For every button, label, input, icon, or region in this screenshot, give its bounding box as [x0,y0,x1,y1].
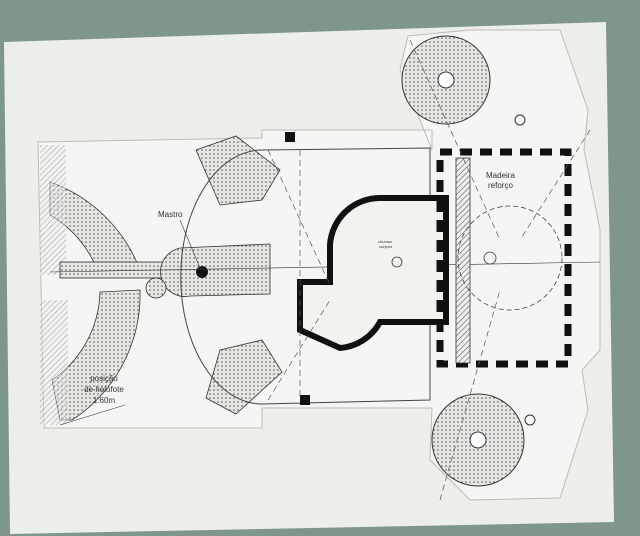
searchlight-label-line2: de holofote [84,385,124,394]
paper-drawing [37,29,601,501]
framed-box [436,148,572,368]
wood-reinforcement [455,157,471,364]
wood-label-line1: Madeira [486,171,515,180]
wood-label-line2: reforço [488,181,513,190]
small-note-line2: conjunt [379,244,393,249]
searchlight-label-line1: posição [90,374,118,383]
searchlight-label-line3: 1.60m [93,396,116,405]
mast-marker [196,266,208,278]
mast-label: Mastro [158,210,183,219]
small-note-line1: chumaz [378,239,392,244]
